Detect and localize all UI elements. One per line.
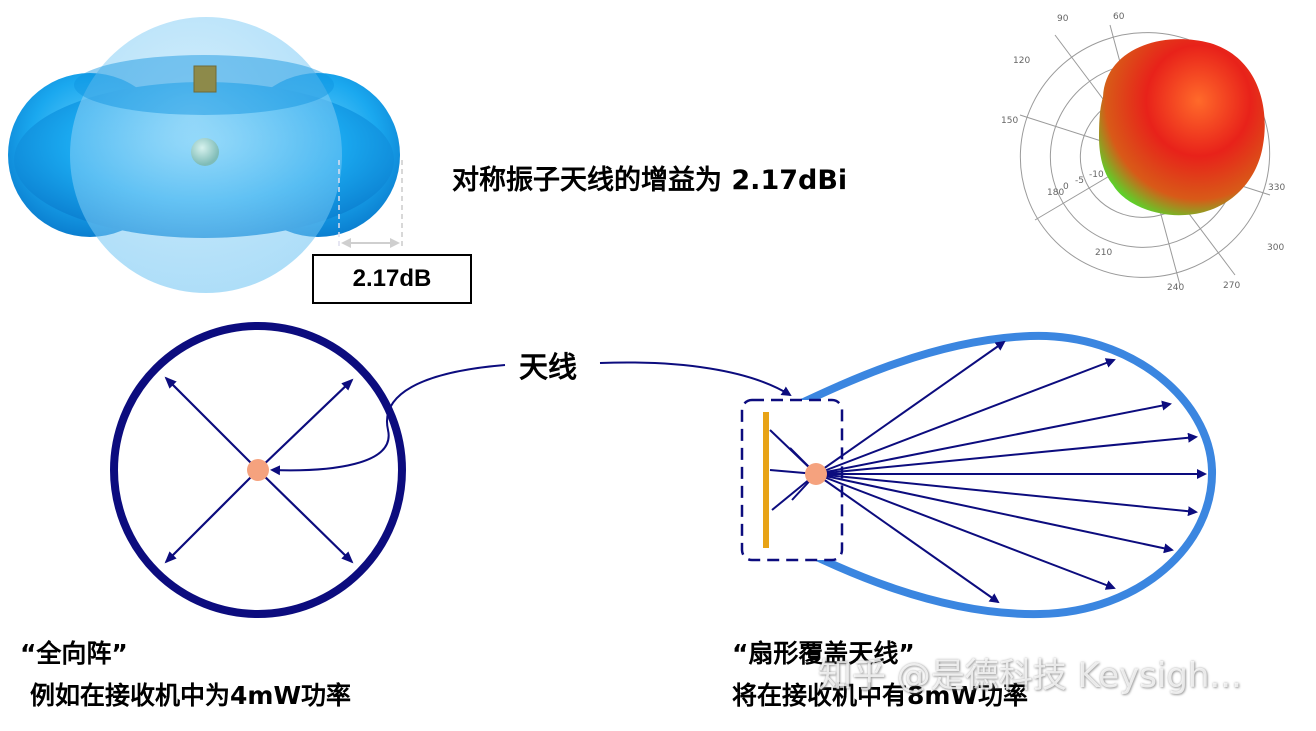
gain-caption: 对称振子天线的增益为 2.17dBi [452, 165, 848, 196]
polar-label-60: 60 [1113, 12, 1125, 22]
polar-label-300: 300 [1267, 243, 1284, 253]
dipole-center [191, 138, 219, 166]
radiation-lobe [1099, 39, 1265, 216]
polar-label-90: 90 [1057, 14, 1069, 24]
polar-pattern-3d: 90 60 120 150 180 210 240 270 300 330 0 … [1001, 12, 1285, 293]
polar-label-270: 270 [1223, 281, 1240, 291]
polar-radial-5: -5 [1075, 176, 1084, 186]
polar-label-330: 330 [1268, 183, 1285, 193]
gain-dimension-arrow [341, 238, 400, 248]
antenna-label: 天线 [519, 350, 578, 384]
polar-label-150: 150 [1001, 116, 1018, 126]
polar-label-180: 180 [1047, 188, 1064, 198]
sector-pattern [740, 331, 1217, 619]
sector-antenna-box [740, 398, 844, 562]
sector-description: 将在接收机中有8mW功率 [732, 681, 1029, 710]
sector-title: “扇形覆盖天线” [732, 639, 915, 668]
polar-radial-10: -10 [1089, 170, 1104, 180]
polar-label-210: 210 [1095, 248, 1112, 258]
omni-pattern [110, 322, 406, 618]
gain-value-box: 2.17dB [312, 254, 472, 304]
sector-antenna-dot [805, 463, 827, 485]
omni-antenna-dot [247, 459, 269, 481]
watermark: 知乎 @是德科技 Keysigh... [818, 656, 1242, 696]
omni-title: “全向阵” [20, 639, 128, 668]
antenna-pointers [270, 361, 792, 476]
polar-radial-0: 0 [1063, 182, 1069, 192]
dipole-element [193, 65, 217, 93]
polar-label-120: 120 [1013, 56, 1030, 66]
polar-label-240: 240 [1167, 283, 1184, 293]
dipole-pattern-3d [8, 17, 403, 293]
omni-description: 例如在接收机中为4mW功率 [30, 681, 352, 710]
